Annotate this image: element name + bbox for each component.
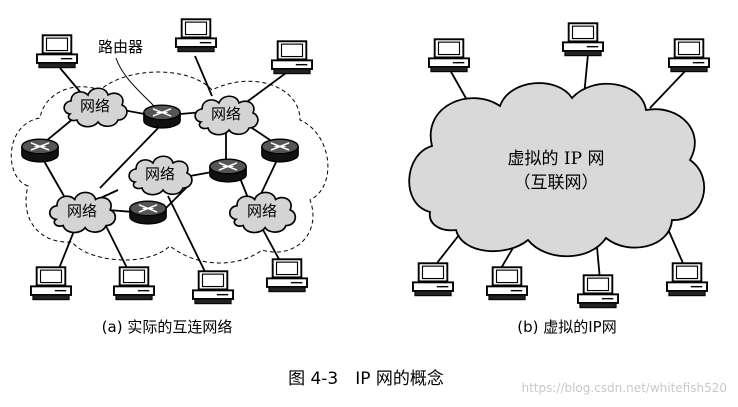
router-callout-label: 路由器 <box>98 38 143 56</box>
cloud-title: 虚拟的 IP 网 <box>508 149 605 169</box>
network-cloud-4: 网络 <box>48 191 117 234</box>
computer-icon <box>562 22 604 57</box>
caption-b: (b) 虚拟的IP网 <box>517 318 616 336</box>
computer-icon <box>36 34 78 69</box>
network-label: 网络 <box>211 105 241 123</box>
caption-a: (a) 实际的互连网络 <box>102 318 233 336</box>
router-icon <box>21 138 59 163</box>
router-icon <box>129 200 167 225</box>
panel-virtual-ip-network: 虚拟的 IP 网 （互联网） (b) 虚拟的IP网 <box>408 22 710 336</box>
computer-icon <box>266 258 308 293</box>
computer-icon <box>486 266 528 301</box>
virtual-ip-cloud <box>408 82 706 258</box>
panel-actual-internetwork: 网络 网络 网络 网络 网络 路由器 <box>10 18 329 336</box>
network-label: 网络 <box>67 202 97 220</box>
computer-icon <box>577 274 619 309</box>
watermark: https://blog.csdn.net/whitefish520 <box>521 381 727 395</box>
network-label: 网络 <box>80 97 110 115</box>
computer-icon <box>668 38 710 73</box>
computer-icon <box>175 18 217 53</box>
network-label: 网络 <box>247 202 277 220</box>
figure-caption: 图 4-3 IP 网的概念 <box>288 368 444 389</box>
computer-icon <box>666 262 708 297</box>
computer-icon <box>428 38 470 73</box>
computer-icon <box>412 262 454 297</box>
cloud-subtitle: （互联网） <box>514 173 599 193</box>
router-icon <box>209 158 247 183</box>
router-icon <box>261 138 299 163</box>
network-cloud-2: 网络 <box>194 95 259 136</box>
computer-icon <box>192 270 234 305</box>
network-cloud-3: 网络 <box>128 155 193 196</box>
network-cloud-1: 网络 <box>63 87 128 128</box>
computer-icon <box>113 266 155 301</box>
network-cloud-5: 网络 <box>228 191 297 234</box>
internetwork-dashed-boundary <box>10 71 329 264</box>
computer-icon <box>30 266 72 301</box>
router-callout-leader <box>115 57 155 107</box>
computer-icon <box>271 40 313 75</box>
router-icon <box>143 104 181 129</box>
network-label: 网络 <box>145 165 175 183</box>
